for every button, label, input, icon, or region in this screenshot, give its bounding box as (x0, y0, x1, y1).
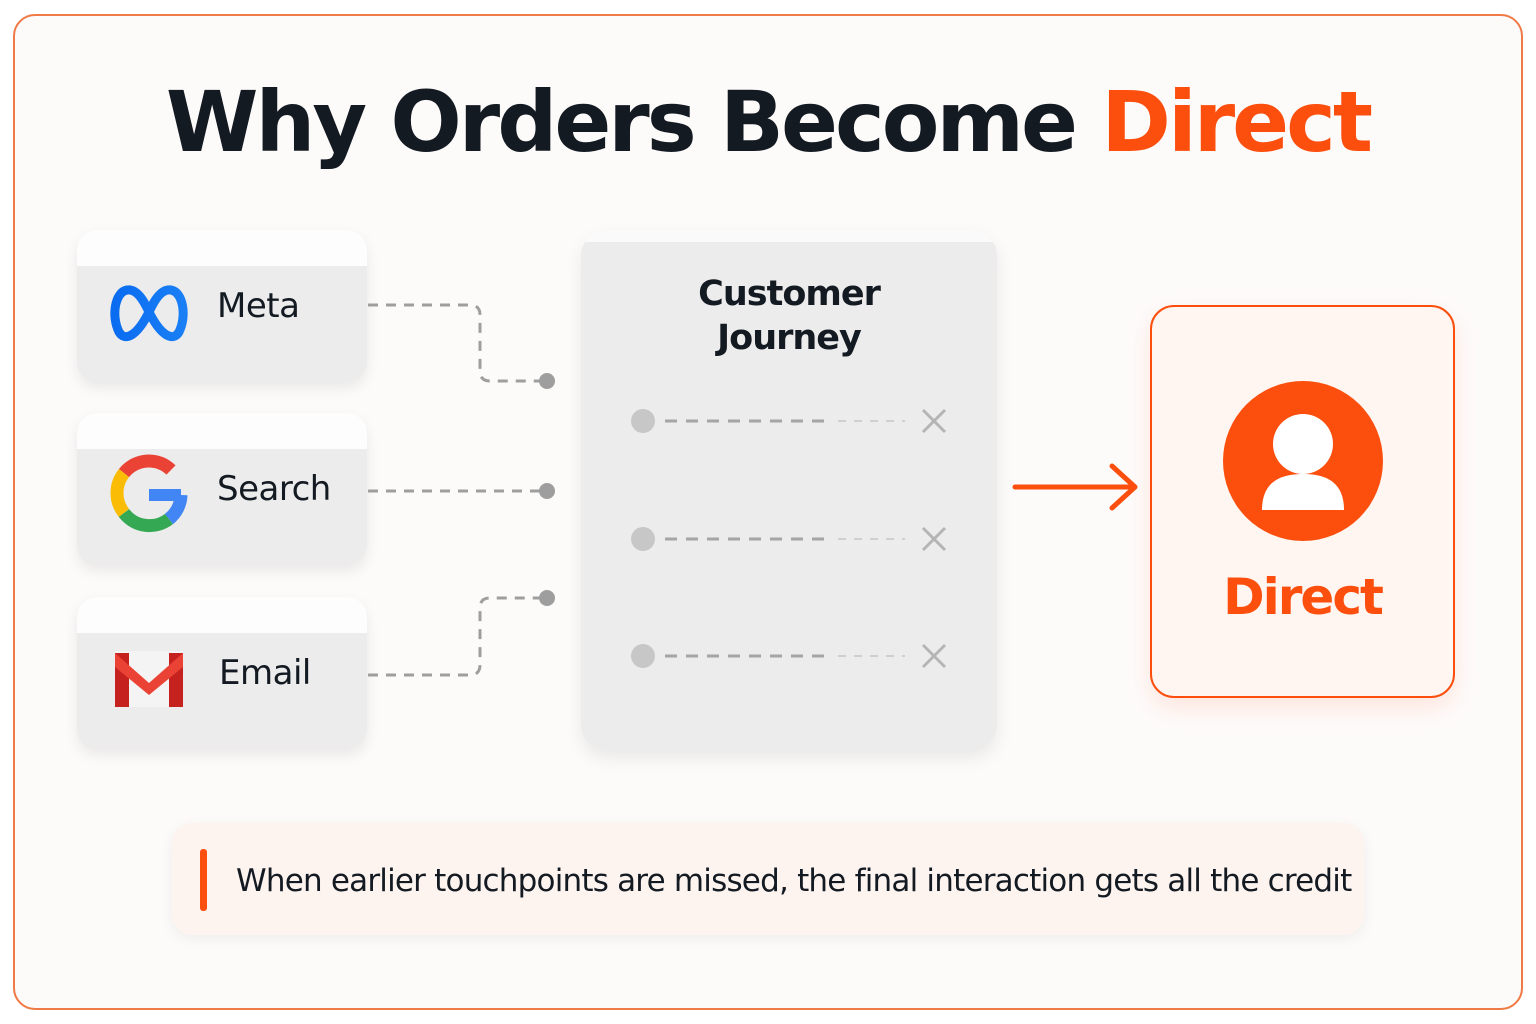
source-label-meta: Meta (217, 286, 300, 326)
journey-title-line2: Journey (717, 318, 862, 358)
title-accent: Direct (1101, 73, 1373, 171)
journey-title: Customer Journey (581, 272, 997, 360)
source-card-email: Email (77, 597, 367, 749)
source-label-email: Email (219, 653, 311, 693)
gmail-logo-icon (115, 651, 183, 707)
title-main: Why Orders Become (165, 73, 1078, 171)
google-logo-icon (110, 454, 188, 533)
page-title: Why Orders Become Direct (0, 72, 1536, 172)
source-card-search: Search (77, 413, 367, 565)
source-label-search: Search (217, 469, 331, 509)
journey-title-line1: Customer (698, 274, 881, 314)
source-card-meta: Meta (77, 230, 367, 382)
note-text: When earlier touchpoints are missed, the… (236, 863, 1352, 899)
note-box (172, 823, 1364, 935)
note-accent-bar (200, 849, 207, 911)
direct-label: Direct (1223, 568, 1384, 626)
user-avatar-icon (1223, 381, 1383, 541)
meta-logo-icon (110, 285, 188, 341)
